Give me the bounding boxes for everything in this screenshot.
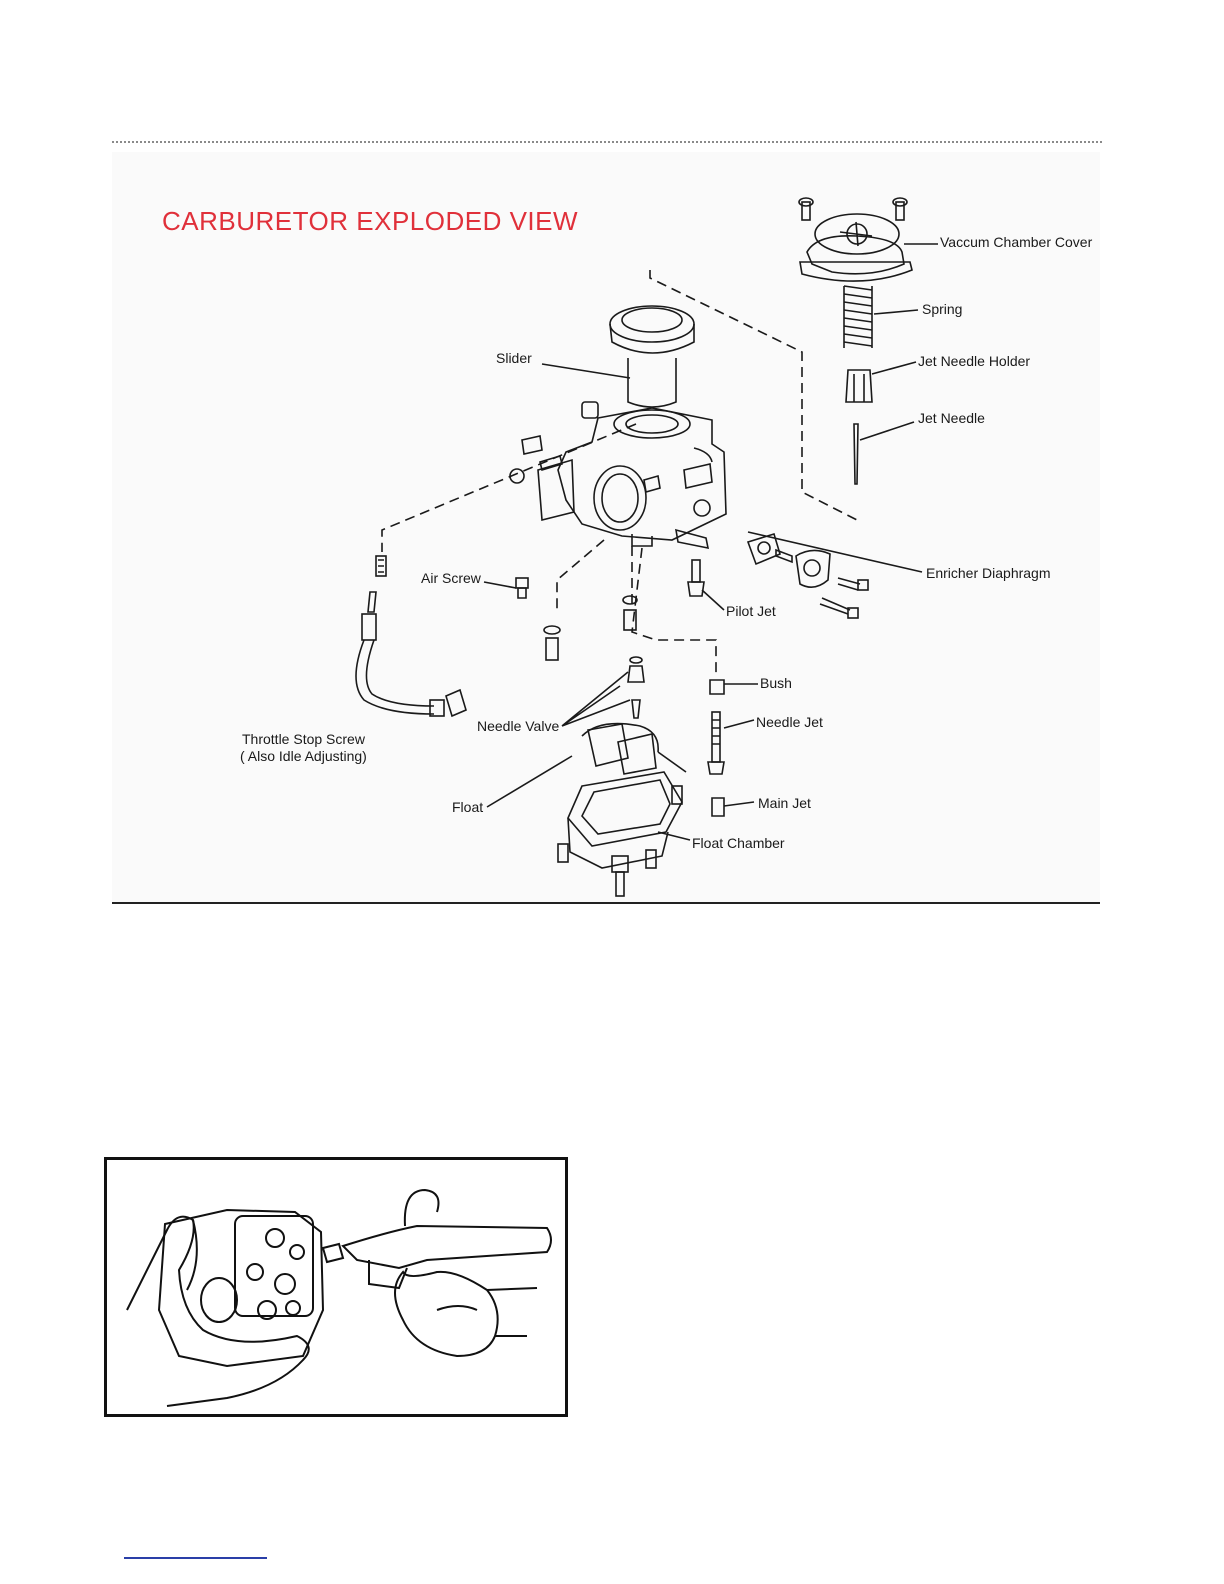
bush-part — [710, 680, 724, 694]
label-air-screw: Air Screw — [421, 570, 482, 586]
dotted-separator — [112, 141, 1102, 143]
carburetor-body-part — [538, 408, 726, 548]
air-gun-body — [343, 1226, 551, 1268]
label-throttle-stop-screw-note: ( Also Idle Adjusting) — [240, 748, 367, 764]
carburetor-exploded-view-figure: CARBURETOR EXPLODED VIEW — [112, 152, 1100, 904]
air-screw-part — [516, 578, 528, 598]
footer-link-underline — [124, 1557, 267, 1559]
screws-part — [544, 596, 637, 660]
exploded-view-drawing: CARBURETOR EXPLODED VIEW — [112, 152, 1100, 902]
label-enricher-diaphragm: Enricher Diaphragm — [926, 565, 1051, 581]
label-main-jet: Main Jet — [758, 795, 811, 811]
right-hand-shape — [395, 1272, 498, 1356]
label-jet-needle-holder: Jet Needle Holder — [918, 353, 1030, 369]
air-gun-nozzle — [323, 1244, 343, 1262]
air-blow-cleaning-illustration — [104, 1157, 568, 1417]
diagram-title: CARBURETOR EXPLODED VIEW — [162, 206, 578, 236]
main-jet-part — [712, 798, 724, 816]
slider-part — [610, 306, 694, 407]
jet-needle-part — [854, 424, 858, 484]
needle-jet-part — [708, 712, 724, 774]
label-pilot-jet: Pilot Jet — [726, 603, 776, 619]
cap-part-2 — [522, 436, 542, 454]
label-jet-needle: Jet Needle — [918, 410, 985, 426]
label-vacuum-chamber-cover: Vaccum Chamber Cover — [940, 234, 1093, 250]
vacuum-chamber-cover-part — [799, 198, 912, 281]
spring-part — [844, 286, 872, 348]
label-float-chamber: Float Chamber — [692, 835, 785, 851]
cleaning-drawing — [107, 1160, 565, 1414]
label-float: Float — [452, 799, 483, 815]
label-slider: Slider — [496, 350, 532, 366]
float-part — [582, 724, 686, 774]
label-needle-valve: Needle Valve — [477, 718, 559, 734]
needle-valve-part — [628, 657, 644, 718]
label-throttle-stop-screw: Throttle Stop Screw — [242, 731, 366, 747]
cap-part — [582, 402, 598, 418]
jet-needle-holder-part — [846, 370, 872, 402]
label-spring: Spring — [922, 301, 962, 317]
label-needle-jet: Needle Jet — [756, 714, 823, 730]
carburetor-body-shape — [159, 1210, 323, 1366]
label-bush: Bush — [760, 675, 792, 691]
